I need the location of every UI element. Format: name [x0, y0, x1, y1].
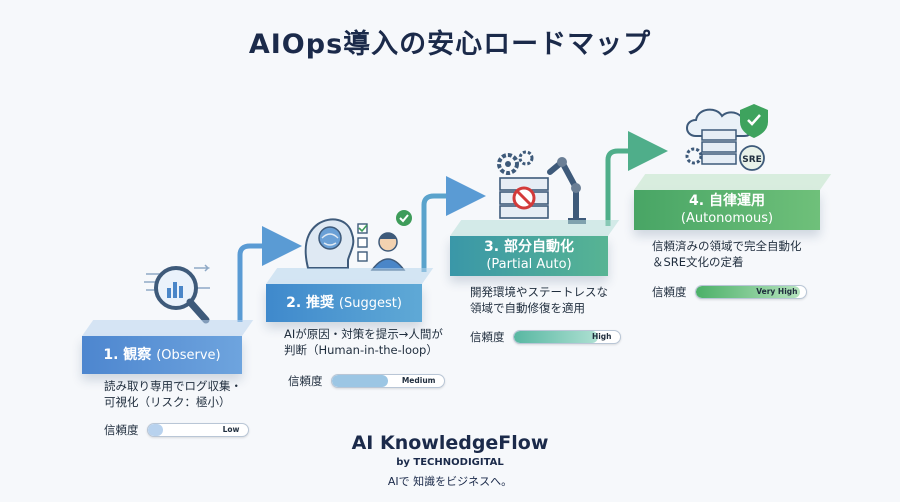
step-4-trust: 信頼度 Very High	[652, 284, 807, 300]
step-4-block: 4. 自律運用 (Autonomous)	[634, 174, 832, 230]
step-2-description: AIが原因・対策を提示→人間が 判断（Human-in-the-loop）	[284, 327, 443, 357]
trust-label: 信頼度	[652, 285, 687, 299]
brain-person-icon	[304, 210, 412, 271]
brand-by: by TECHNODIGITAL	[396, 457, 504, 468]
trust-label: 信頼度	[104, 423, 139, 437]
step-4-sub: (Autonomous)	[680, 211, 774, 226]
step-3-label: 3. 部分自動化	[484, 239, 574, 255]
step-1-sub: (Observe)	[156, 347, 221, 363]
step-3-trust: 信頼度 High	[470, 329, 621, 345]
trust-bar-2: Medium	[330, 374, 445, 388]
trust-bar-4: Very High	[694, 285, 807, 299]
trust-bar-1: Low	[146, 423, 249, 437]
step-1-label: 1. 観察	[103, 346, 152, 363]
step-4-label: 4. 自律運用	[689, 193, 765, 209]
step-1-trust: 信頼度 Low	[104, 422, 249, 438]
step-4-description: 信頼済みの領域で完全自動化 ＆SRE文化の定着	[652, 239, 802, 269]
step-2-trust: 信頼度 Medium	[288, 373, 445, 389]
server-robot-arm-icon	[497, 150, 586, 224]
trust-label: 信頼度	[470, 330, 505, 344]
step-3-description: 開発環境やステートレスな 領域で自動修復を適用	[470, 285, 608, 315]
step-1-block: 1. 観察 (Observe)	[82, 320, 254, 374]
page-title: AIOps導入の安心ロードマップ	[248, 29, 652, 60]
step-2-label: 2. 推奨	[286, 294, 335, 311]
brand-tagline: AIで 知識をビジネスへ。	[387, 475, 513, 488]
brand-name: AI KnowledgeFlow	[351, 432, 549, 454]
cloud-server-shield-icon: SRE	[685, 104, 768, 171]
trust-bar-3: High	[512, 330, 621, 344]
step-3-block: 3. 部分自動化 (Partial Auto)	[450, 220, 620, 276]
magnifier-chart-icon	[144, 264, 210, 324]
step-1-description: 読み取り専用でログ収集・ 可視化（リスク：極小）	[104, 379, 242, 409]
trust-label: 信頼度	[288, 374, 323, 388]
step-3-sub: (Partial Auto)	[486, 257, 572, 272]
step-2-sub: (Suggest)	[338, 295, 402, 311]
step-2-block: 2. 推奨 (Suggest)	[266, 268, 434, 322]
sre-badge: SRE	[742, 155, 762, 165]
